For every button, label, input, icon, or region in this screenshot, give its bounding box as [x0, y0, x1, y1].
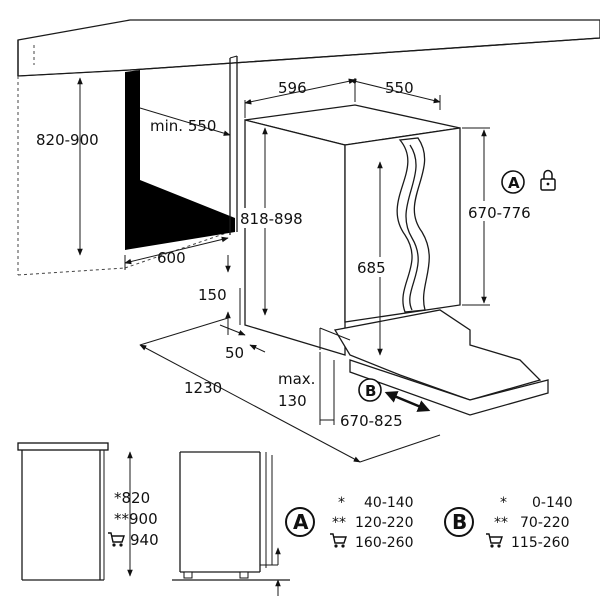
- dim-818-898: 818-898: [240, 210, 303, 228]
- legend-a-mark-2: **: [332, 515, 346, 531]
- lower-door-panel: [319, 309, 549, 416]
- dim-820-900: 820-900: [36, 131, 99, 149]
- dim-min-550: min. 550: [150, 117, 216, 135]
- countertop: [17, 19, 600, 77]
- side-panel: [229, 55, 238, 235]
- legend-b-circle: [444, 507, 474, 537]
- marker-a-circle: [501, 170, 525, 194]
- dim-670-776: 670-776: [468, 204, 531, 222]
- dim-685: 685: [357, 259, 386, 277]
- niche-side-panel: [125, 70, 235, 250]
- height-2: **900: [114, 510, 158, 528]
- dim-670-825: 670-825: [340, 412, 403, 430]
- dim-50: 50: [225, 344, 244, 362]
- legend-a-letter: A: [293, 510, 309, 534]
- cart-icon: [485, 533, 503, 549]
- open-door: [396, 137, 430, 313]
- marker-a-label: A: [508, 174, 520, 192]
- marker-b-circle: [358, 378, 382, 402]
- legend-b-range-2: 70-220: [520, 515, 570, 531]
- side-view-open: [172, 451, 290, 596]
- legend-a-range-3: 160-260: [355, 535, 414, 551]
- dim-596: 596: [278, 79, 307, 97]
- height-1: *820: [114, 489, 150, 507]
- legend-b-mark-2: **: [494, 515, 508, 531]
- legend-b-range-1: 0-140: [532, 495, 573, 511]
- legend-b-mark-1: *: [500, 495, 507, 511]
- legend-b: B * 0-140 ** 70-220 115-260: [444, 495, 573, 551]
- legend-b-letter: B: [452, 510, 467, 534]
- legend-a-range-1: 40-140: [364, 495, 414, 511]
- legend-b-range-3: 115-260: [511, 535, 570, 551]
- cart-icon: [107, 532, 125, 548]
- legend-a-circle: [285, 507, 315, 537]
- dim-150: 150: [198, 286, 227, 304]
- marker-b-label: B: [365, 382, 376, 400]
- legend-a: A * 40-140 ** 120-220 160-260: [285, 495, 414, 551]
- legend-a-range-2: 120-220: [355, 515, 414, 531]
- dim-1230: 1230: [184, 379, 222, 397]
- dim-600: 600: [157, 249, 186, 267]
- legend-a-mark-1: *: [338, 495, 345, 511]
- dim-550: 550: [385, 79, 414, 97]
- dim-max-label: max.: [278, 370, 315, 388]
- dim-130: 130: [278, 392, 307, 410]
- cart-icon: [329, 533, 347, 549]
- side-view-full: [17, 442, 109, 581]
- height-3: 940: [130, 531, 159, 549]
- lock-icon: [540, 169, 556, 191]
